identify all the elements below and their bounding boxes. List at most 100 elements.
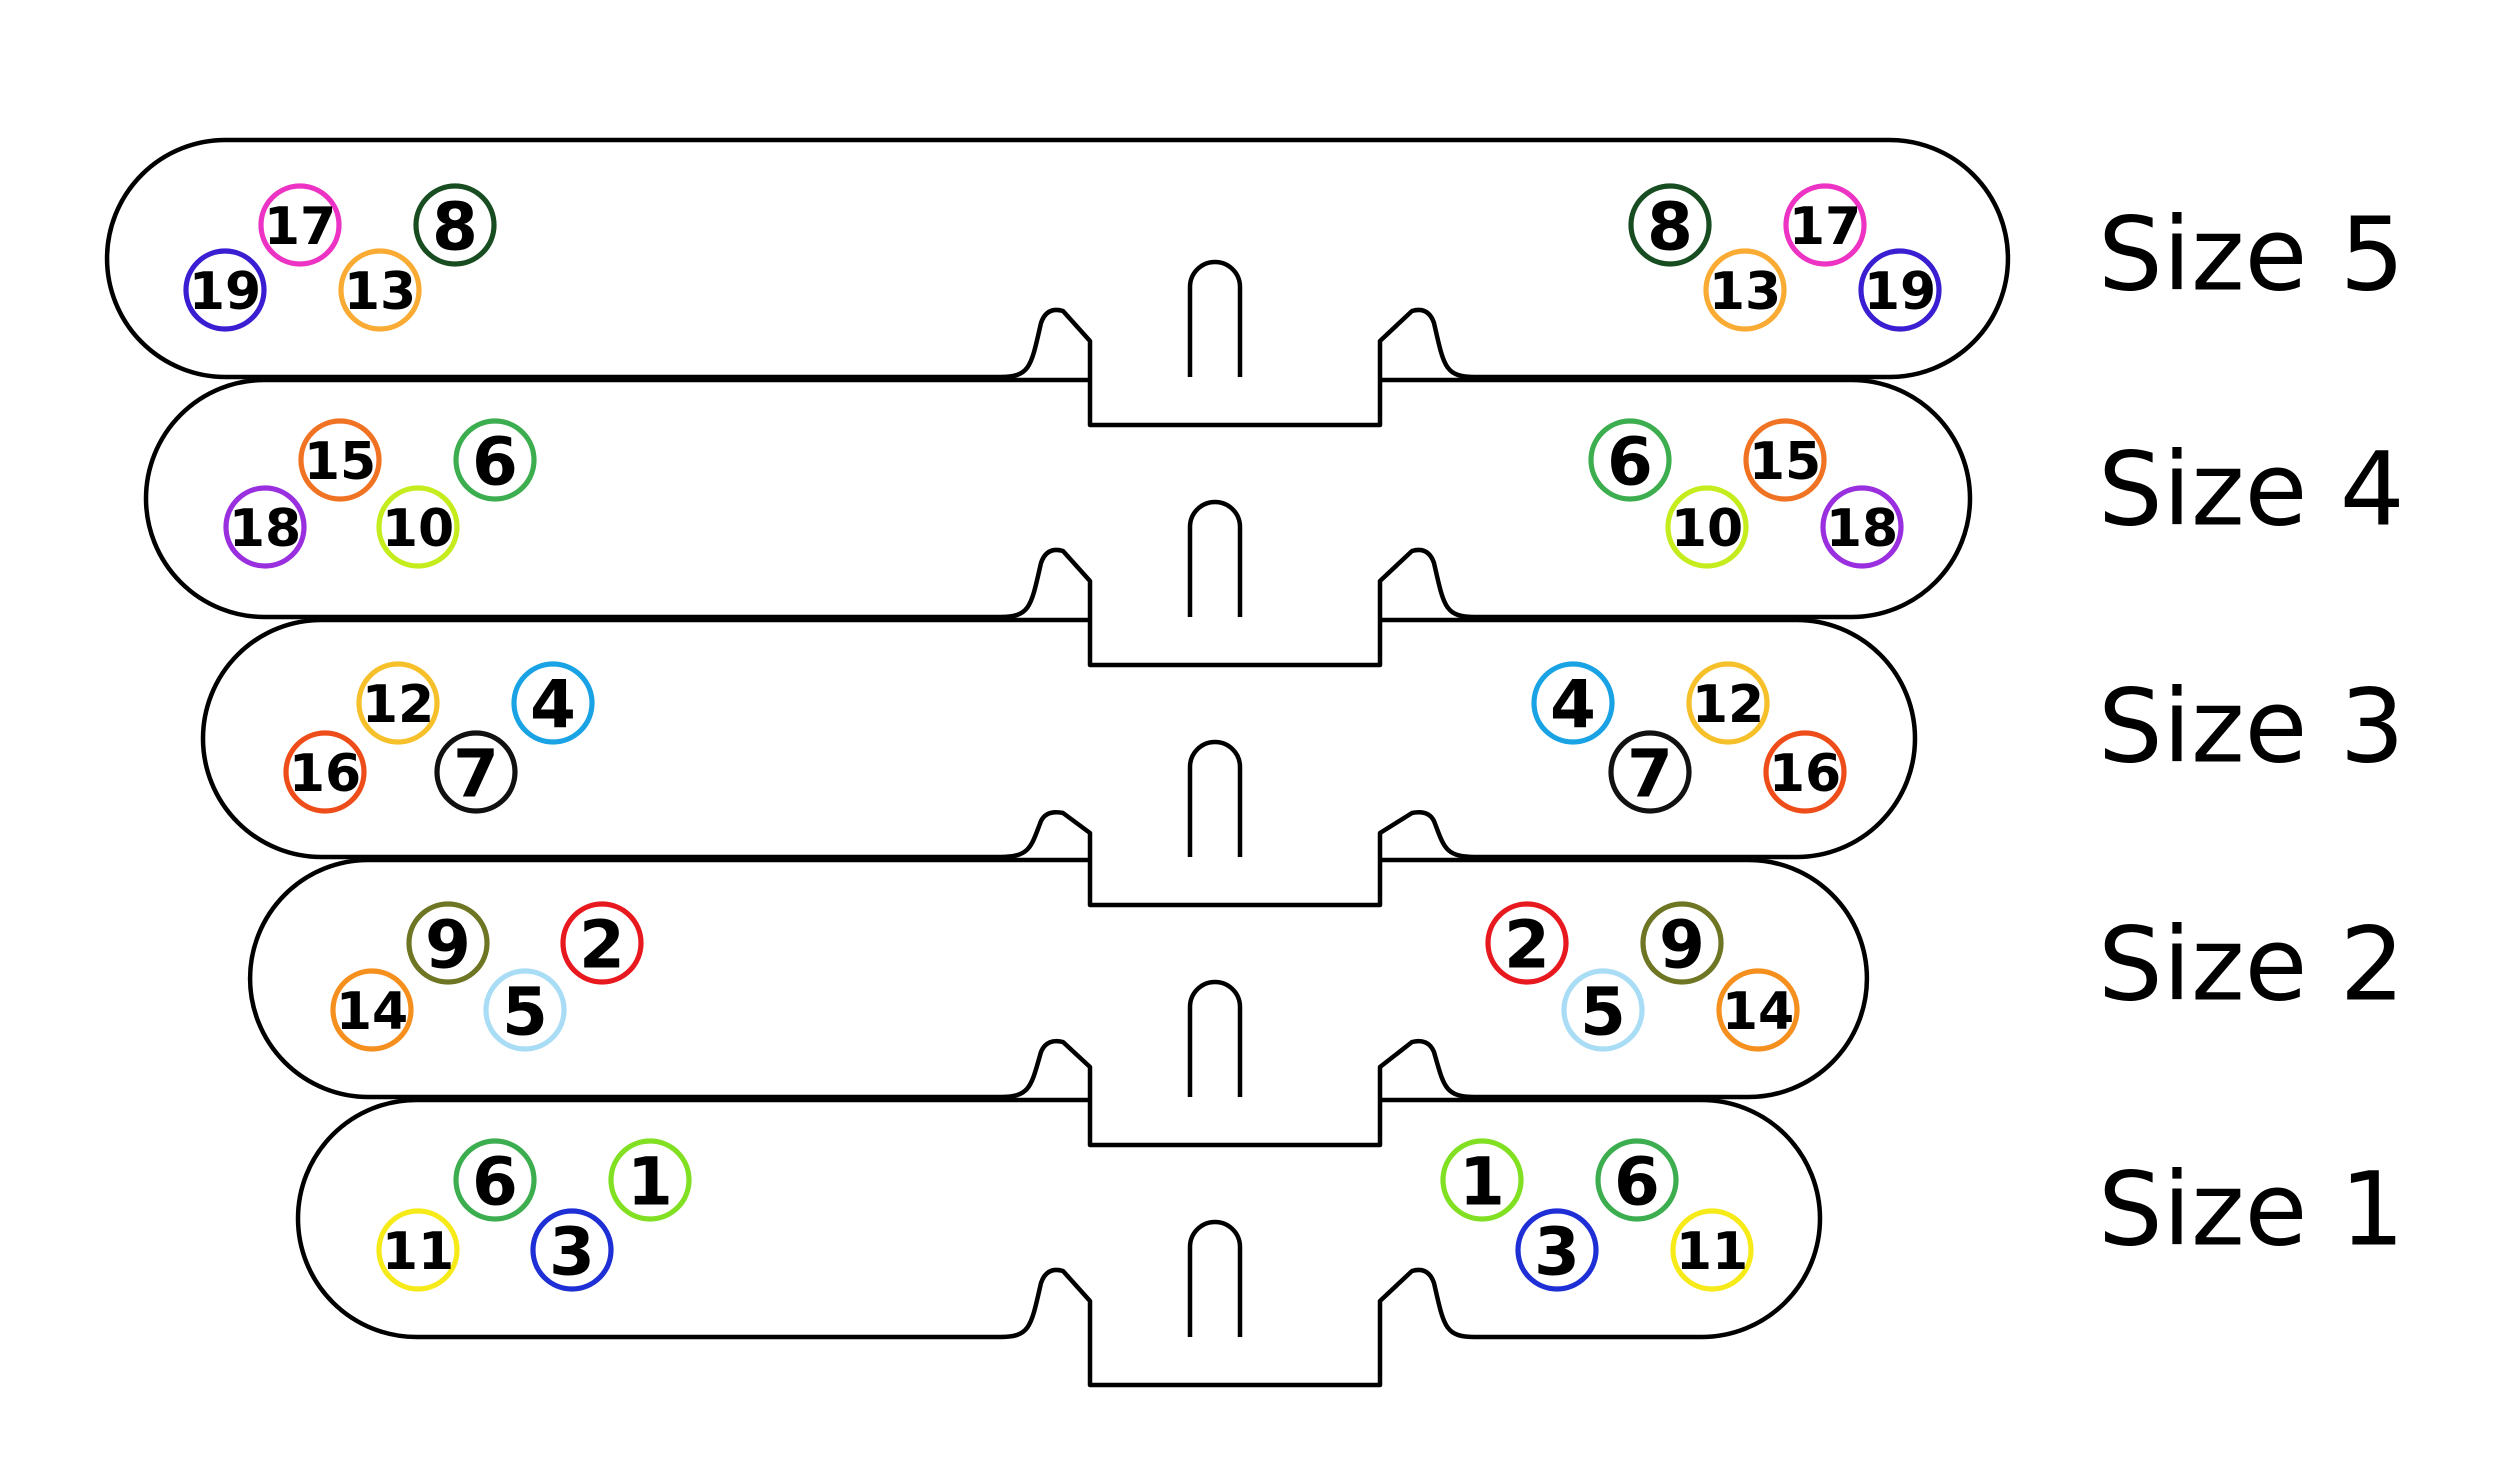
badge-number: 9 [1659, 907, 1705, 984]
badge-ring [1670, 1208, 1754, 1292]
badge-ring [258, 183, 342, 267]
badge-number: 3 [1534, 1214, 1580, 1291]
badge-ring [608, 1138, 692, 1222]
template-outline [143, 377, 1973, 668]
left-number-badge: 7 [434, 730, 518, 814]
left-number-badge: 18 [223, 485, 307, 569]
badge-ring [1485, 901, 1569, 985]
template-outline [104, 137, 2011, 428]
centre-slot [1187, 739, 1243, 857]
badge-ring [1531, 661, 1615, 745]
badge-number: 5 [502, 974, 548, 1051]
badge-number: 17 [1789, 197, 1861, 257]
badge-ring [356, 661, 440, 745]
badge-ring [1588, 418, 1672, 502]
badge-number: 15 [1749, 432, 1821, 492]
badge-number: 4 [1550, 667, 1596, 744]
badge-ring [406, 901, 490, 985]
left-number-badge: 4 [511, 661, 595, 745]
left-number-badge: 6 [453, 418, 537, 502]
badge-number: 10 [382, 499, 454, 559]
size-label: Size 3 [2098, 668, 2405, 787]
badge-number: 14 [336, 982, 408, 1042]
badge-ring [338, 248, 422, 332]
badge-ring [434, 730, 518, 814]
badge-number: 13 [1709, 262, 1781, 322]
badge-ring [1608, 730, 1692, 814]
right-number-badge: 15 [1743, 418, 1827, 502]
right-number-badge: 16 [1763, 730, 1847, 814]
right-number-badge: 6 [1588, 418, 1672, 502]
badge-number: 6 [1614, 1144, 1660, 1221]
template-outline [247, 857, 1870, 1148]
badge-number: 19 [189, 262, 261, 322]
badge-number: 1 [1459, 1144, 1505, 1221]
badge-number: 10 [1671, 499, 1743, 559]
badge-ring [283, 730, 367, 814]
badge-number: 18 [1826, 499, 1898, 559]
centre-slot [1187, 1219, 1243, 1337]
badge-ring [1743, 418, 1827, 502]
right-number-badge: 18 [1820, 485, 1904, 569]
right-number-badge: 4 [1531, 661, 1615, 745]
right-number-badge: 5 [1561, 968, 1645, 1052]
badge-number: 16 [289, 744, 361, 804]
badge-ring [413, 183, 497, 267]
right-number-badge: 2 [1485, 901, 1569, 985]
right-number-badge: 1 [1440, 1138, 1524, 1222]
badge-ring [298, 418, 382, 502]
left-number-badge: 17 [258, 183, 342, 267]
size-label: Size 2 [2098, 906, 2405, 1025]
left-number-badge: 6 [453, 1138, 537, 1222]
badge-number: 9 [425, 907, 471, 984]
right-number-badge: 17 [1783, 183, 1867, 267]
badge-number: 8 [432, 189, 478, 266]
badge-ring [1686, 661, 1770, 745]
centre-slot [1187, 979, 1243, 1097]
badge-ring [1665, 485, 1749, 569]
left-number-badge: 5 [483, 968, 567, 1052]
badge-ring [1858, 248, 1942, 332]
left-number-badge: 2 [560, 901, 644, 985]
left-number-badge: 9 [406, 901, 490, 985]
right-number-badge: 19 [1858, 248, 1942, 332]
badge-number: 3 [549, 1214, 595, 1291]
badge-ring [1783, 183, 1867, 267]
badge-number: 17 [264, 197, 336, 257]
badge-ring [1820, 485, 1904, 569]
badge-number: 18 [229, 499, 301, 559]
right-number-badge: 6 [1595, 1138, 1679, 1222]
size-label: Size 4 [2098, 431, 2405, 550]
badge-ring [1595, 1138, 1679, 1222]
template-outline [200, 617, 1918, 908]
badge-number: 2 [1504, 907, 1550, 984]
badge-number: 19 [1864, 262, 1936, 322]
badge-ring [530, 1208, 614, 1292]
badge-number: 13 [344, 262, 416, 322]
badge-number: 11 [382, 1222, 454, 1282]
badge-ring [1440, 1138, 1524, 1222]
badge-ring [453, 418, 537, 502]
left-number-badge: 12 [356, 661, 440, 745]
badge-ring [1628, 183, 1712, 267]
badge-number: 12 [362, 675, 434, 735]
badge-number: 6 [1607, 424, 1653, 501]
badge-ring [1763, 730, 1847, 814]
badge-number: 8 [1647, 189, 1693, 266]
right-number-badge: 7 [1608, 730, 1692, 814]
size-label: Size 5 [2098, 196, 2405, 315]
left-number-badge: 14 [330, 968, 414, 1052]
right-number-badge: 3 [1515, 1208, 1599, 1292]
centre-slot [1187, 499, 1243, 617]
badge-ring [1640, 901, 1724, 985]
badge-ring [511, 661, 595, 745]
badge-number: 1 [627, 1144, 673, 1221]
badge-number: 4 [530, 667, 576, 744]
badge-ring [330, 968, 414, 1052]
badge-ring [1561, 968, 1645, 1052]
badge-ring [1716, 968, 1800, 1052]
